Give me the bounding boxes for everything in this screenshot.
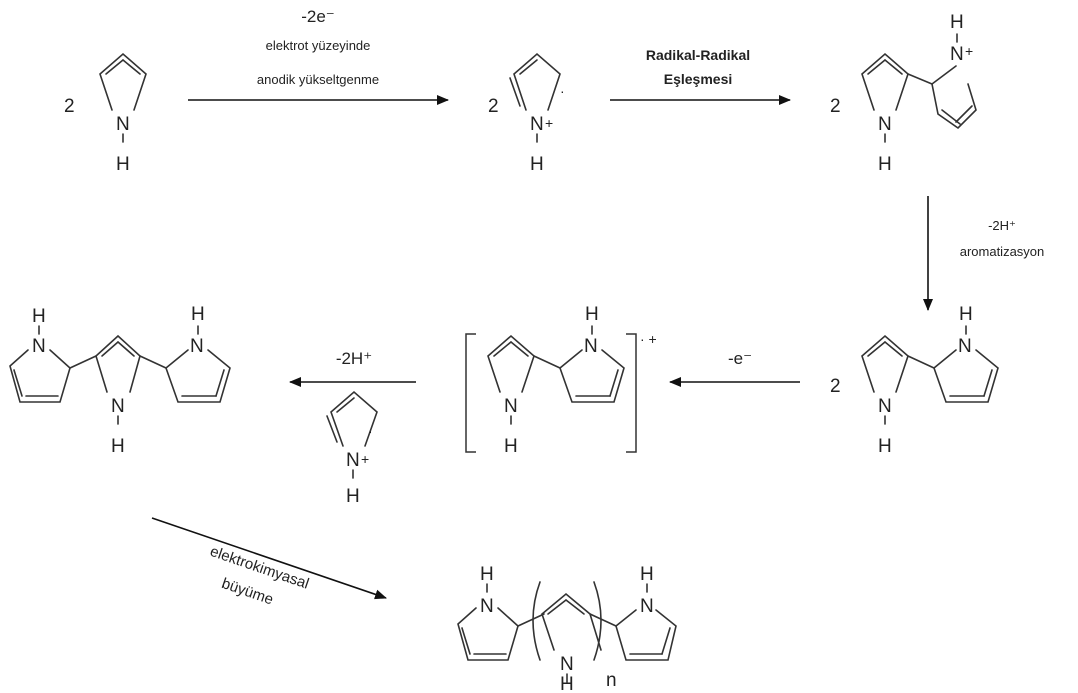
radical-cation-mark: · +	[640, 331, 657, 347]
atom-h: H	[560, 674, 574, 693]
label-anodic-oxidation: anodik yükseltgenme	[257, 72, 379, 87]
atom-h: H	[530, 154, 544, 175]
atom-n: N	[950, 44, 964, 65]
atom-h: H	[640, 564, 654, 585]
atom-h: H	[346, 486, 360, 507]
arrow-reoxidation: -e⁻	[669, 349, 800, 387]
atom-n: N	[116, 114, 130, 135]
label-minus-e: -e⁻	[728, 349, 752, 368]
radical-dot: ·	[368, 423, 373, 439]
arrow-oxidation: -2e⁻ elektrot yüzeyinde anodik yükseltge…	[188, 7, 449, 105]
arrow-trimer-coupling: -2H⁺	[289, 349, 416, 387]
coefficient-pyrrole: 2	[64, 96, 75, 117]
coefficient-dimer-dication: 2	[830, 96, 841, 117]
label-minus-2h-trimer: -2H⁺	[336, 349, 372, 368]
bipyrrole: 2 N H N H	[830, 304, 999, 457]
pyrrole-monomer: 2 N H	[64, 52, 147, 175]
atom-h: H	[111, 436, 125, 457]
radical-dot: ·	[560, 83, 565, 99]
atom-n: N	[32, 336, 46, 357]
atom-n: N	[480, 596, 494, 617]
label-minus-2h: -2H⁺	[988, 218, 1016, 233]
atom-h: H	[959, 304, 973, 325]
label-minus-2e: -2e⁻	[301, 7, 335, 26]
atom-h: H	[950, 12, 964, 33]
label-growth: büyüme	[219, 575, 275, 608]
atom-n: N	[504, 396, 518, 417]
label-electrode-surface: elektrot yüzeyinde	[266, 38, 371, 53]
polypyrrole: H N N H n N H	[457, 564, 677, 693]
arrow-electrochemical-growth: elektrokimyasal büyüme	[151, 517, 387, 608]
bipyrrole-radical-cation: · + N H N H	[465, 304, 657, 457]
atom-n: N	[878, 114, 892, 135]
atom-n: N	[640, 596, 654, 617]
atom-h: H	[32, 306, 46, 327]
terpyrrole: H N N H N H	[9, 304, 231, 457]
dimer-dication: 2 N H N + H	[830, 12, 977, 175]
atom-n: N	[584, 336, 598, 357]
atom-h: H	[191, 304, 205, 325]
atom-n: N	[560, 654, 574, 675]
atom-n: N	[346, 450, 360, 471]
repeat-index: n	[606, 670, 617, 691]
atom-n: N	[958, 336, 972, 357]
atom-h: H	[504, 436, 518, 457]
coefficient-bipyrrole: 2	[830, 376, 841, 397]
atom-n: N	[190, 336, 204, 357]
arrow-aromatization: -2H⁺ aromatizasyon	[923, 196, 1045, 311]
atom-h: H	[878, 154, 892, 175]
coefficient-radical-cation: 2	[488, 96, 499, 117]
atom-h: H	[116, 154, 130, 175]
charge-plus: +	[965, 43, 973, 59]
atom-n: N	[111, 396, 125, 417]
atom-n: N	[530, 114, 544, 135]
label-coupling: Eşleşmesi	[664, 71, 733, 87]
label-aromatization: aromatizasyon	[960, 244, 1045, 259]
charge-plus: +	[545, 115, 553, 131]
atom-h: H	[878, 436, 892, 457]
pyrrole-radical-cation: 2 · N + H	[488, 52, 565, 175]
label-radical-radical: Radikal-Radikal	[646, 47, 750, 63]
atom-h: H	[480, 564, 494, 585]
atom-n: N	[878, 396, 892, 417]
arrow-radical-coupling: Radikal-Radikal Eşleşmesi	[610, 47, 791, 105]
charge-plus: +	[361, 451, 369, 467]
reagent-pyrrole-radical-cation: · N + H	[326, 390, 378, 507]
atom-h: H	[585, 304, 599, 325]
